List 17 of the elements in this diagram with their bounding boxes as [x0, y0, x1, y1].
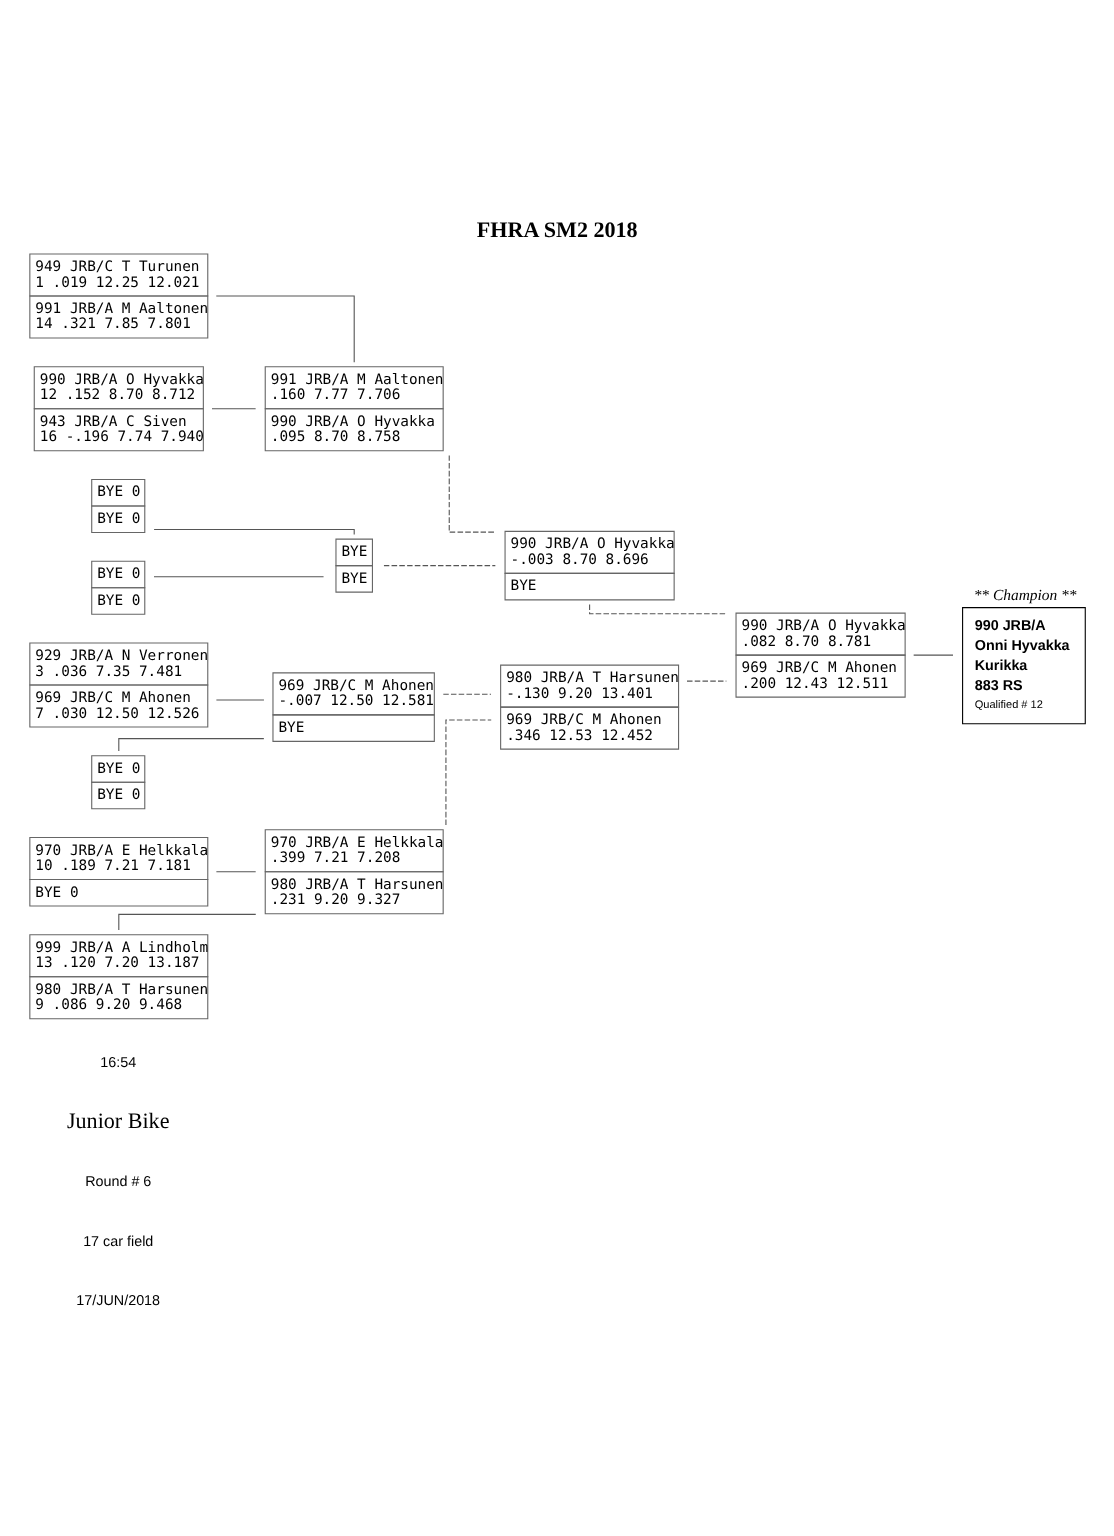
connector — [913, 653, 954, 655]
connector — [153, 528, 355, 535]
connector — [215, 698, 265, 700]
connector — [215, 294, 355, 362]
connector — [383, 564, 496, 566]
connector — [589, 602, 728, 614]
node-label: ** Champion ** — [973, 585, 1077, 604]
connector — [442, 692, 492, 694]
connector — [448, 453, 496, 532]
connector — [118, 912, 257, 930]
label: Junior Bike — [67, 1109, 170, 1134]
connector — [211, 407, 257, 409]
connector — [118, 737, 265, 751]
connector — [215, 870, 257, 872]
connector — [445, 718, 492, 825]
diagram-title: FHRA SM2 2018 — [476, 218, 638, 243]
connector — [686, 679, 727, 681]
